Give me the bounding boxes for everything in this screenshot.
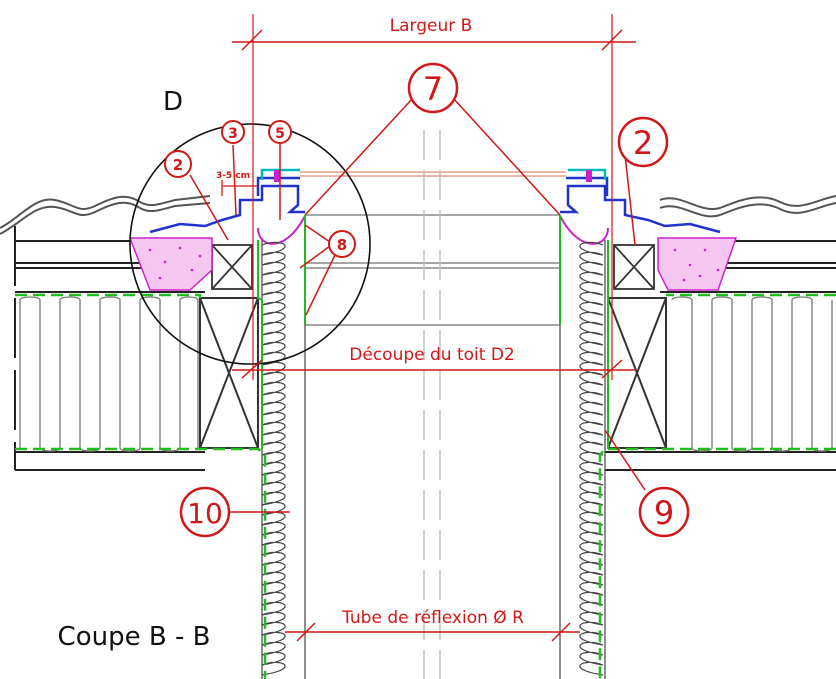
gap-label: 3-5 cm: [216, 171, 250, 181]
centre-lines: [423, 130, 441, 679]
detail-label: D: [163, 87, 183, 117]
tube-insulation-left: [261, 215, 306, 679]
width-b-label: Largeur B: [390, 16, 473, 36]
svg-text:5: 5: [275, 126, 285, 142]
callout-5: 5: [268, 120, 292, 144]
mortar-dots: [148, 246, 720, 282]
rafter-left: [199, 297, 259, 449]
callout-2-right: 2: [617, 116, 669, 168]
rafter-right: [607, 297, 667, 449]
section-title: Coupe B - B: [58, 622, 211, 652]
callout-10: 10: [179, 486, 231, 538]
dimension-roof-cut: [232, 359, 636, 379]
flashing-left: [149, 176, 305, 234]
detail-circle: [129, 123, 371, 365]
svg-text:9: 9: [654, 494, 674, 532]
batten-left: [211, 244, 253, 290]
insulation-right: [671, 296, 833, 452]
callout-9: 9: [638, 486, 690, 538]
svg-text:7: 7: [423, 70, 443, 108]
dimension-gap: [221, 180, 258, 196]
callout-leaders: [189, 97, 646, 513]
dimension-width-b: [232, 14, 636, 380]
svg-text:2: 2: [633, 124, 653, 162]
ceiling-lines: [305, 214, 560, 326]
vapour-barrier: [15, 215, 836, 679]
callout-7: 7: [407, 62, 459, 114]
tube-insulation-right: [559, 215, 606, 679]
dimension-tube: [285, 622, 580, 642]
batten-right: [613, 244, 655, 290]
mortar-seal-right: [657, 237, 738, 291]
callout-2-left: 2: [164, 150, 192, 178]
svg-text:10: 10: [187, 497, 223, 530]
dome-seal: [257, 215, 609, 245]
collar: [260, 168, 607, 180]
roof-cut-label: Découpe du toit D2: [349, 345, 514, 365]
collar-screws: [274, 170, 592, 182]
tube-label: Tube de réflexion Ø R: [341, 608, 524, 628]
svg-text:2: 2: [173, 156, 183, 174]
dome-top-lines: [300, 171, 566, 177]
svg-text:8: 8: [337, 236, 347, 254]
insulation-left: [19, 296, 199, 452]
callout-3: 3: [221, 120, 245, 144]
mortar-seal-left: [128, 237, 213, 291]
roof-tiles: [0, 195, 836, 235]
flashing-right: [560, 176, 721, 234]
callout-8: 8: [328, 230, 356, 258]
svg-text:3: 3: [228, 126, 238, 142]
